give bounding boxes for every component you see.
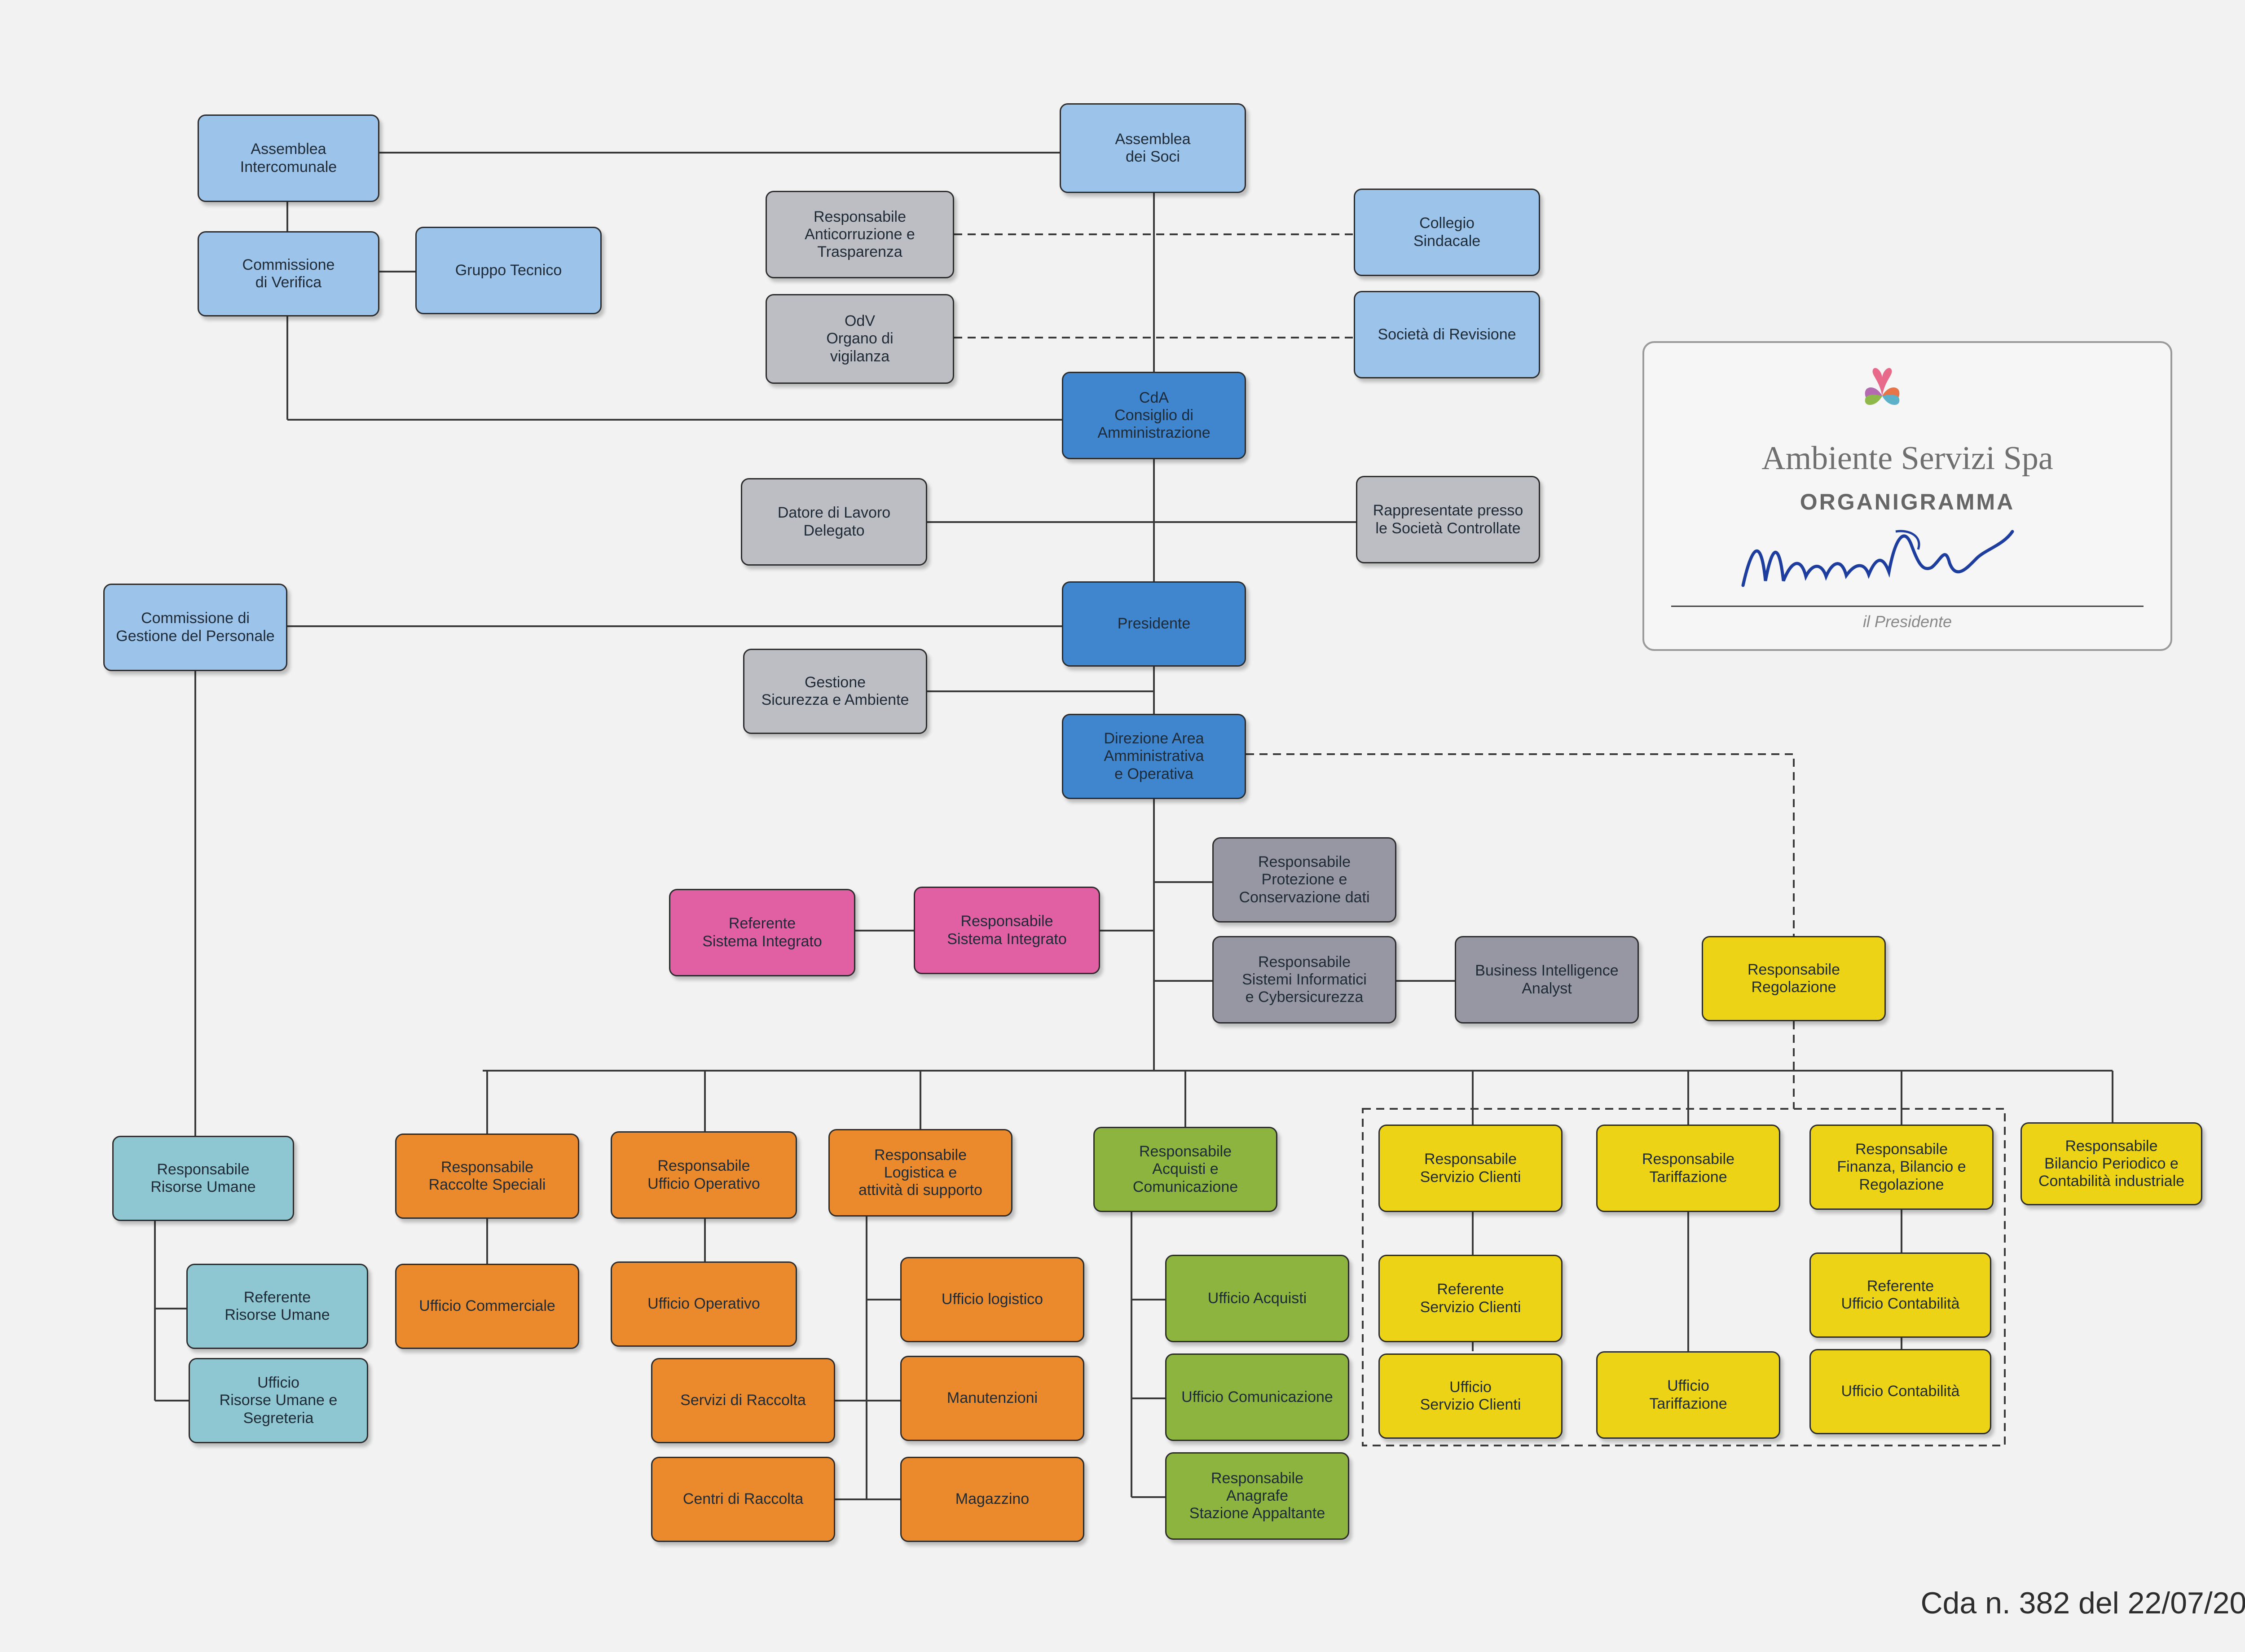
centri-raccolta-node[interactable]: Centri di Raccolta xyxy=(651,1457,835,1542)
gestione-sicurezza-node[interactable]: Gestione Sicurezza e Ambiente xyxy=(743,649,927,734)
responsabile-sistema-integrato-node[interactable]: Responsabile Sistema Integrato xyxy=(914,887,1100,974)
assemblea-soci-node[interactable]: Assemblea dei Soci xyxy=(1060,103,1246,193)
ufficio-contabilita-node[interactable]: Ufficio Contabilità xyxy=(1809,1349,1991,1434)
logo-card: Ambiente Servizi Spa ORGANIGRAMMA il Pre… xyxy=(1642,341,2172,651)
responsabile-sistemi-informatici-node[interactable]: Responsabile Sistemi Informatici e Cyber… xyxy=(1212,936,1396,1024)
responsabile-servizio-clienti-node[interactable]: Responsabile Servizio Clienti xyxy=(1378,1125,1563,1212)
magazzino-node[interactable]: Magazzino xyxy=(900,1457,1084,1542)
odv-node[interactable]: OdV Organo di vigilanza xyxy=(766,294,954,384)
societa-revisione-node[interactable]: Società di Revisione xyxy=(1354,291,1540,378)
responsabile-tariffazione-node[interactable]: Responsabile Tariffazione xyxy=(1596,1125,1780,1212)
presidente-node[interactable]: Presidente xyxy=(1062,581,1246,667)
ufficio-acquisti-node[interactable]: Ufficio Acquisti xyxy=(1165,1255,1349,1342)
direzione-area-node[interactable]: Direzione Area Amministrativa e Operativ… xyxy=(1062,714,1246,799)
responsabile-logistica-node[interactable]: Responsabile Logistica e attività di sup… xyxy=(828,1129,1012,1217)
datore-lavoro-node[interactable]: Datore di Lavoro Delegato xyxy=(741,478,927,566)
responsabile-protezione-dati-node[interactable]: Responsabile Protezione e Conservazione … xyxy=(1212,837,1396,923)
responsabile-bilancio-periodico-node[interactable]: Responsabile Bilancio Periodico e Contab… xyxy=(2020,1122,2202,1205)
responsabile-acquisti-node[interactable]: Responsabile Acquisti e Comunicazione xyxy=(1093,1127,1277,1212)
ufficio-servizio-clienti-node[interactable]: Ufficio Servizio Clienti xyxy=(1378,1353,1563,1439)
ufficio-risorse-umane-node[interactable]: Ufficio Risorse Umane e Segreteria xyxy=(189,1358,368,1443)
president-signature xyxy=(1741,530,2014,587)
ufficio-tariffazione-node[interactable]: Ufficio Tariffazione xyxy=(1596,1351,1780,1439)
rappresentante-node[interactable]: Rappresentate presso le Società Controll… xyxy=(1356,476,1540,563)
ufficio-comunicazione-node[interactable]: Ufficio Comunicazione xyxy=(1165,1353,1349,1441)
business-intelligence-node[interactable]: Business Intelligence Analyst xyxy=(1455,936,1639,1024)
ufficio-operativo-node[interactable]: Ufficio Operativo xyxy=(611,1261,797,1347)
president-label: il Presidente xyxy=(1862,612,1952,631)
responsabile-raccolte-speciali-node[interactable]: Responsabile Raccolte Speciali xyxy=(395,1134,579,1219)
ufficio-commerciale-node[interactable]: Ufficio Commerciale xyxy=(395,1264,579,1349)
referente-sistema-integrato-node[interactable]: Referente Sistema Integrato xyxy=(669,889,855,976)
responsabile-anagrafe-node[interactable]: Responsabile Anagrafe Stazione Appaltant… xyxy=(1165,1452,1349,1540)
heart-logo-icon xyxy=(1865,368,1900,405)
commissione-personale-node[interactable]: Commissione di Gestione del Personale xyxy=(103,584,287,671)
referente-contabilita-node[interactable]: Referente Ufficio Contabilità xyxy=(1809,1252,1991,1338)
responsabile-finanza-node[interactable]: Responsabile Finanza, Bilancio e Regolaz… xyxy=(1809,1125,1994,1210)
company-name: Ambiente Servizi Spa xyxy=(1761,440,2053,477)
organigram-title: ORGANIGRAMMA xyxy=(1800,489,2015,514)
responsabile-regolazione-node[interactable]: Responsabile Regolazione xyxy=(1702,936,1886,1021)
responsabile-ufficio-operativo-node[interactable]: Responsabile Ufficio Operativo xyxy=(611,1131,797,1219)
referente-servizio-clienti-node[interactable]: Referente Servizio Clienti xyxy=(1378,1255,1563,1342)
collegio-sindacale-node[interactable]: Collegio Sindacale xyxy=(1354,189,1540,276)
footer-note: Cda n. 382 del 22/07/2026 xyxy=(1920,1586,2245,1620)
ufficio-logistico-node[interactable]: Ufficio logistico xyxy=(900,1257,1084,1342)
servizi-raccolta-node[interactable]: Servizi di Raccolta xyxy=(651,1358,835,1443)
manutenzioni-node[interactable]: Manutenzioni xyxy=(900,1356,1084,1441)
assemblea-intercomunale-node[interactable]: Assemblea Intercomunale xyxy=(198,114,379,202)
signature-line xyxy=(1671,606,2144,607)
gruppo-tecnico-node[interactable]: Gruppo Tecnico xyxy=(415,227,602,314)
responsabile-risorse-umane-node[interactable]: Responsabile Risorse Umane xyxy=(112,1136,294,1221)
responsabile-anticorruzione-node[interactable]: Responsabile Anticorruzione e Trasparenz… xyxy=(766,191,954,278)
commissione-verifica-node[interactable]: Commissione di Verifica xyxy=(198,231,379,316)
referente-risorse-umane-node[interactable]: Referente Risorse Umane xyxy=(186,1264,368,1349)
cda-node[interactable]: CdA Consiglio di Amministrazione xyxy=(1062,372,1246,459)
